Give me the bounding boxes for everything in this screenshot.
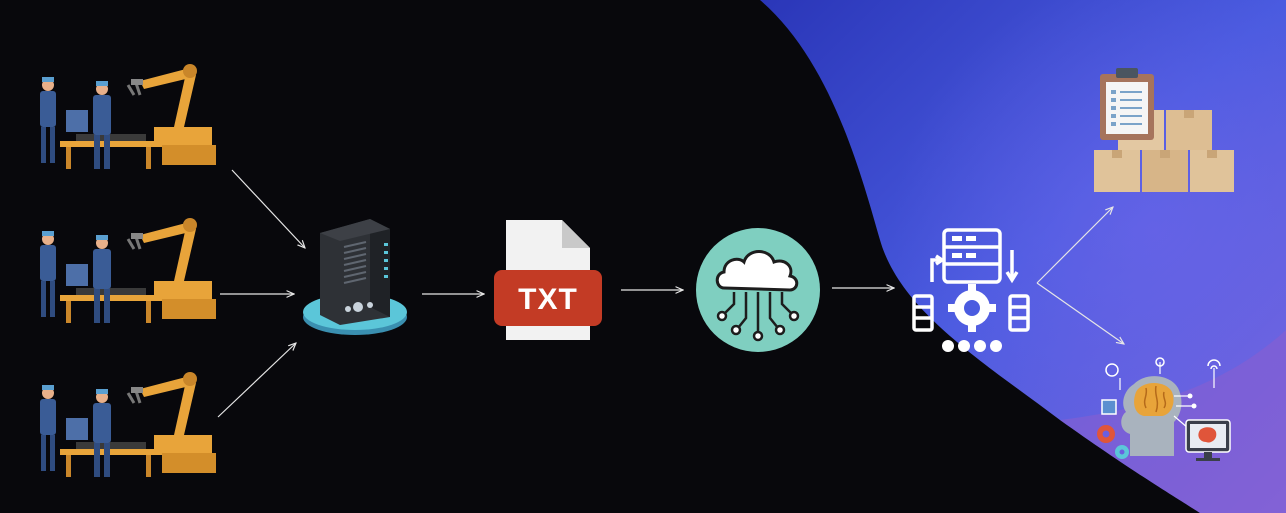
server-icon [303, 219, 407, 335]
factory-robot-icon [40, 372, 216, 477]
inventory-boxes-icon [1094, 68, 1234, 192]
txt-file-icon: TXT [494, 220, 602, 340]
ai-brain-node [1090, 356, 1236, 466]
factory-scene-2 [36, 209, 221, 327]
factory-scene-3 [36, 363, 221, 481]
txt-label: TXT [518, 283, 578, 316]
inventory-node [1090, 66, 1236, 194]
factory-robot-icon [40, 218, 216, 323]
factory-scene-1 [36, 55, 221, 173]
txt-file-node: TXT [492, 218, 604, 342]
server-node [300, 215, 410, 345]
cloud-node [694, 226, 822, 354]
data-processing-icon [912, 228, 1030, 352]
factory-robot-icon [40, 64, 216, 169]
data-processing-node [906, 224, 1036, 354]
cloud-network-icon [696, 228, 820, 352]
ai-brain-icon [1097, 357, 1231, 461]
